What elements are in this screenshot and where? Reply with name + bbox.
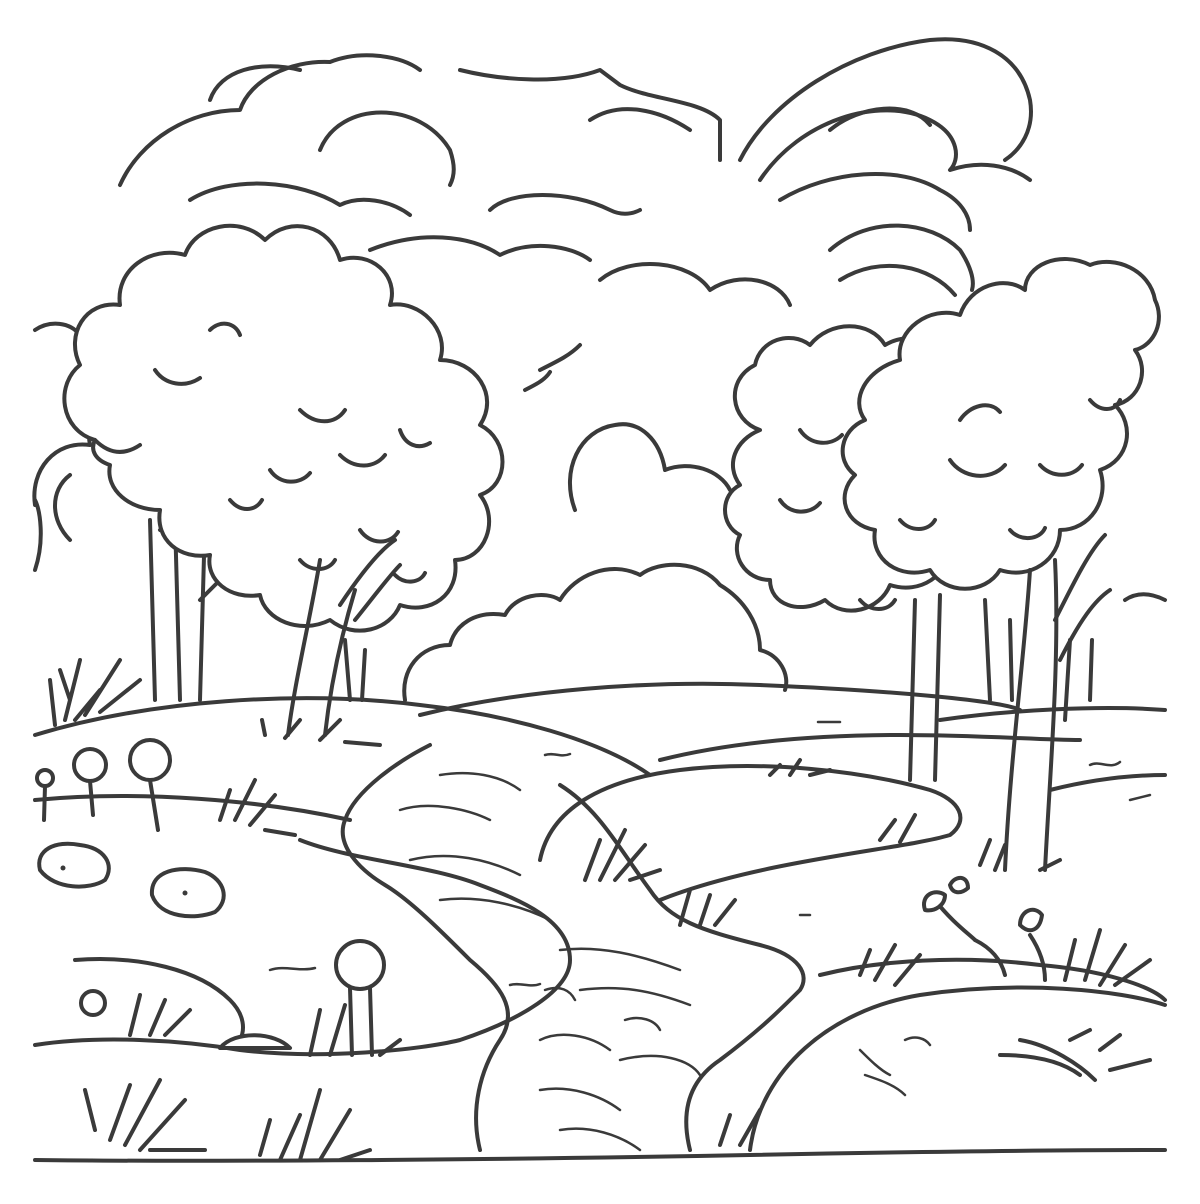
flower-head [334,939,386,991]
flower-head [35,768,55,788]
right-tree-front [840,257,1167,872]
horizon-clouds [402,422,789,702]
flower-head [72,747,108,783]
flower-head [79,989,107,1017]
ground-line [33,1148,1167,1163]
winding-stream [340,743,806,1152]
sky-clouds [118,37,1033,392]
ground-marks [268,752,1152,1097]
grass-tufts [48,658,1152,1162]
flower-head [128,738,172,782]
left-tree-front [62,223,505,737]
stones [37,841,292,1050]
hills [33,696,1167,1152]
flowers [35,738,386,1057]
sprouts [922,875,1047,982]
